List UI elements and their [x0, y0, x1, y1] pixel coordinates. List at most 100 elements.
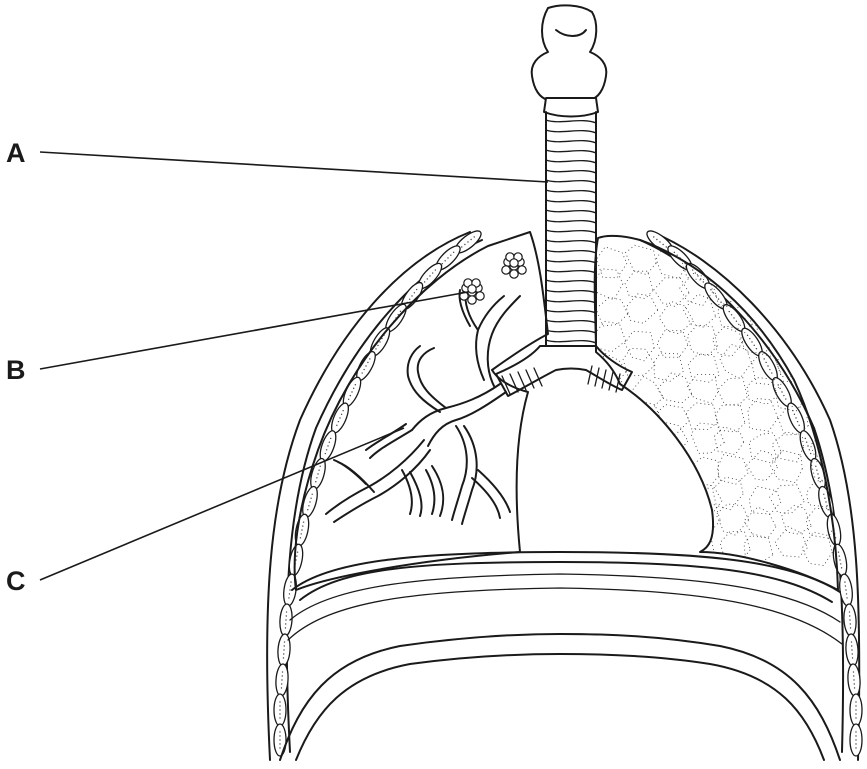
rib-texture: [779, 388, 780, 389]
label-a: A: [6, 138, 26, 168]
rib-texture: [718, 298, 719, 299]
rib-texture: [855, 739, 856, 740]
alveolar-cell: [749, 486, 781, 514]
alveolar-cell: [715, 404, 745, 432]
alveolar-cell: [804, 274, 837, 305]
rib-texture: [855, 731, 856, 732]
rib-texture: [311, 494, 312, 495]
alveolar-cell: [808, 325, 839, 355]
alveolar-cell: [653, 530, 684, 561]
rib-texture: [846, 597, 847, 598]
alveolar-cell: [770, 485, 805, 514]
rib-texture: [854, 687, 855, 688]
rib-texture: [279, 717, 280, 718]
bronchus-ring: [510, 374, 518, 392]
rib-texture: [838, 551, 839, 552]
alveolar-cell: [658, 405, 689, 435]
alveolus: [468, 285, 476, 293]
rib-texture: [297, 551, 298, 552]
rib-texture: [339, 417, 340, 418]
rib-texture: [852, 653, 853, 654]
rib-texture: [308, 505, 309, 506]
rib-texture: [754, 345, 755, 346]
alveolar-cell: [654, 423, 688, 456]
rib-texture: [288, 597, 289, 598]
rib-texture: [855, 713, 856, 714]
alveolar-cell: [658, 373, 692, 403]
alveolar-cell: [690, 457, 718, 488]
rib-texture: [703, 281, 704, 282]
rib-texture: [807, 445, 808, 446]
alveolar-cell: [686, 403, 717, 430]
larynx: [532, 5, 607, 116]
trachea-ring: [546, 240, 596, 243]
alveolar-cell: [779, 271, 808, 299]
rib-texture: [317, 473, 318, 474]
rib-texture: [409, 299, 410, 300]
rib-texture: [289, 593, 290, 594]
alveolar-cell: [600, 428, 632, 459]
alveolar-cell: [596, 297, 628, 326]
trachea-ring: [546, 300, 596, 303]
alveolar-cell: [772, 432, 803, 462]
rib-texture: [846, 593, 847, 594]
rib-texture: [653, 236, 654, 237]
rib-texture: [424, 281, 425, 282]
alveolar-cell: [625, 331, 654, 361]
alveolar-cell: [747, 451, 778, 481]
rib-texture: [284, 641, 285, 642]
alveolar-cell: [782, 327, 811, 357]
rib-texture: [783, 395, 784, 396]
rib-texture: [367, 362, 368, 363]
rib-texture: [325, 453, 326, 454]
rib-texture: [400, 311, 401, 312]
alveolar-cell: [712, 326, 743, 356]
label-c-group: C: [6, 428, 404, 596]
rib-texture: [697, 275, 698, 276]
label-a-group: A: [6, 138, 548, 182]
rib-texture: [845, 585, 846, 586]
alveolar-cell: [714, 427, 743, 455]
alveolar-cell: [592, 477, 622, 507]
alveolar-cell: [802, 532, 832, 566]
trachea-ring: [546, 130, 596, 133]
rib-texture: [824, 497, 825, 498]
rib-texture: [355, 384, 356, 385]
rib-texture: [747, 335, 748, 336]
rib-texture: [281, 683, 282, 684]
bronchus-ring: [518, 372, 526, 390]
rib-texture: [855, 747, 856, 748]
rib-texture: [845, 589, 846, 590]
trachea-ring: [546, 150, 596, 153]
rib-texture: [749, 338, 750, 339]
trachea-ring: [546, 200, 596, 203]
rib-texture: [851, 645, 852, 646]
alveolar-cell: [771, 451, 803, 483]
rib-texture: [326, 449, 327, 450]
rib-texture: [710, 289, 711, 290]
trachea-ring: [546, 230, 596, 233]
rib-texture: [827, 509, 828, 510]
trachea: [546, 112, 596, 346]
rib-texture: [816, 469, 817, 470]
rib-texture: [282, 675, 283, 676]
rib-texture: [713, 292, 714, 293]
trachea-ring: [546, 250, 596, 253]
rib-texture: [432, 272, 433, 273]
alveolar-cell: [661, 482, 693, 511]
rib-texture: [700, 278, 701, 279]
rib-texture: [310, 497, 311, 498]
label-c: C: [6, 566, 26, 596]
label-b: B: [6, 355, 26, 385]
rib-texture: [797, 421, 798, 422]
rib-texture: [363, 369, 364, 370]
rib-texture: [427, 278, 428, 279]
rib-texture: [810, 453, 811, 454]
rib-texture: [781, 391, 782, 392]
rib-texture: [453, 252, 454, 253]
trachea-ring: [546, 140, 596, 143]
alveolus: [476, 292, 484, 300]
rib-texture: [731, 314, 732, 315]
alveolar-cell: [807, 245, 840, 277]
rib-texture: [839, 559, 840, 560]
